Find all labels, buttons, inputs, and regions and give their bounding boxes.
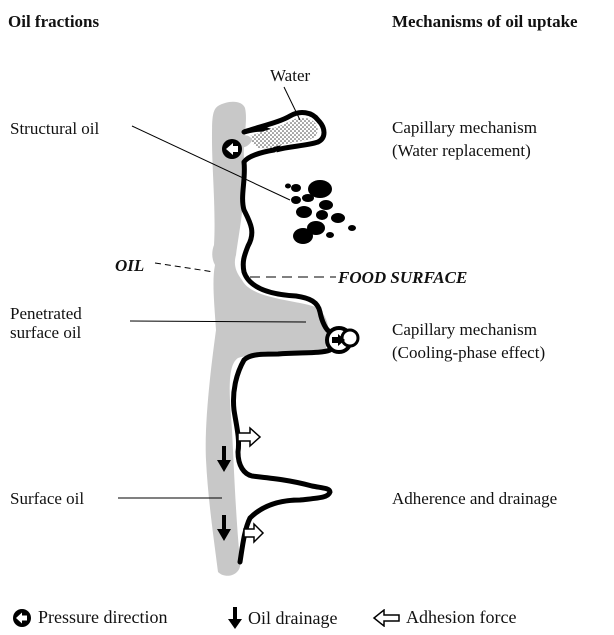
legend-label: Adhesion force: [406, 607, 516, 628]
pressure-direction-icon-cooling: [327, 328, 358, 352]
adhesion-force-arrow: [238, 428, 260, 446]
label-penetrated-line2: surface oil: [10, 323, 81, 342]
pressure-direction-icon: [12, 608, 32, 628]
label-surface-oil: Surface oil: [10, 489, 84, 508]
label-food-surface: FOOD SURFACE: [338, 268, 467, 287]
leader-oil: [155, 263, 214, 272]
mechanism-capillary-1-title: Capillary mechanism: [392, 118, 537, 137]
oil-uptake-diagram: [0, 0, 614, 600]
mechanism-capillary-2-title: Capillary mechanism: [392, 320, 537, 339]
label-structural-oil: Structural oil: [10, 119, 99, 138]
legend-adhesion-force: Adhesion force: [372, 607, 516, 628]
label-water: Water: [270, 66, 310, 85]
pressure-direction-icon: [222, 139, 242, 159]
legend-label: Pressure direction: [38, 607, 167, 628]
legend-label: Oil drainage: [248, 608, 337, 629]
label-penetrated-line1: Penetrated: [10, 304, 82, 323]
label-oil: OIL: [115, 256, 144, 275]
mechanism-capillary-2-subtitle: (Cooling-phase effect): [392, 343, 545, 362]
mechanism-capillary-1-subtitle: (Water replacement): [392, 141, 531, 160]
adhesion-force-icon: [372, 609, 400, 627]
legend-pressure-direction: Pressure direction: [12, 607, 167, 628]
legend-oil-drainage: Oil drainage: [228, 607, 337, 629]
oil-drainage-icon: [228, 607, 242, 629]
structural-oil-particles: [285, 180, 356, 244]
mechanism-adherence: Adherence and drainage: [392, 489, 557, 508]
